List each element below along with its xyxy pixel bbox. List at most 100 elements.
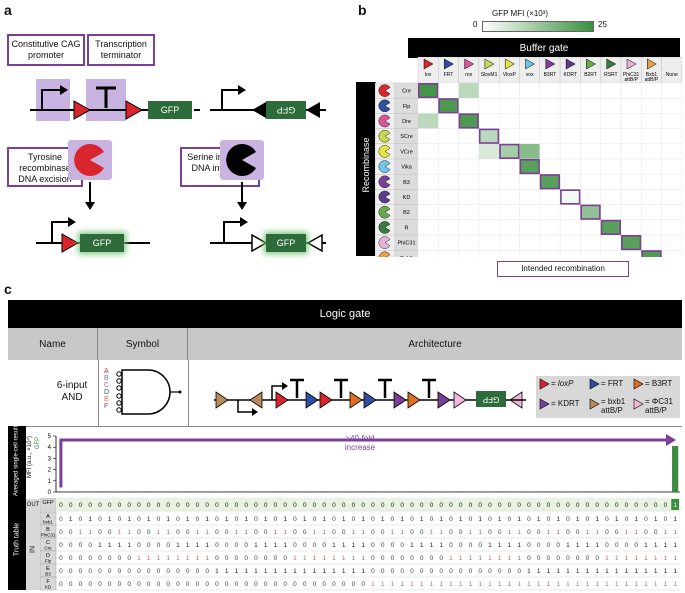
heatmap-cell	[580, 204, 601, 221]
truth-cell: 0	[625, 542, 629, 549]
truth-cell: 1	[322, 516, 326, 523]
recombinase-pacman-icon	[378, 190, 391, 204]
truth-cell: 1	[488, 542, 492, 549]
heatmap-cell	[600, 143, 622, 160]
heatmap-cell	[458, 98, 480, 114]
truth-cell: 0	[127, 555, 131, 562]
mfi-axis-label: MFI (a.u., ×10⁴)	[27, 435, 33, 479]
gfp-bar	[555, 491, 562, 493]
gfp-bar	[613, 491, 620, 493]
heatmap-cell	[559, 234, 581, 251]
truth-cell: 0	[634, 542, 638, 549]
truth-cell: 0	[576, 555, 580, 562]
truth-cell: 0	[79, 581, 83, 588]
heatmap-cell	[620, 173, 642, 190]
truth-cell: 0	[235, 581, 239, 588]
heatmap-cell	[417, 204, 439, 221]
truth-cell: 0	[391, 568, 395, 575]
heatmap-cell	[519, 189, 540, 205]
truth-cell: 0	[293, 581, 297, 588]
truth-cell: 0	[371, 529, 375, 536]
heatmap-cell	[661, 234, 683, 251]
truth-cell: 0	[176, 516, 180, 523]
heatmap-cell	[661, 173, 683, 190]
intended-outline	[539, 174, 561, 190]
truth-cell: 0	[283, 502, 287, 509]
truth-cell: 0	[137, 542, 141, 549]
truth-cell: 0	[556, 502, 560, 509]
site-triangle-icon	[647, 58, 657, 70]
truth-cell: 0	[527, 542, 531, 549]
truth-cell: 0	[235, 542, 239, 549]
heatmap-cell	[559, 113, 581, 129]
heatmap-cell	[478, 234, 500, 251]
gfp-bar	[145, 491, 152, 493]
truth-cell: 1	[566, 581, 570, 588]
heatmap-cell	[600, 249, 622, 257]
heatmap-cell	[641, 98, 662, 114]
truth-cell: 0	[254, 529, 258, 536]
truth-cell: 0	[430, 516, 434, 523]
truth-cell: 0	[235, 502, 239, 509]
heatmap-cell	[641, 234, 662, 251]
truth-cell: 0	[137, 502, 141, 509]
intended-outline	[621, 235, 642, 251]
recombinase-label: Recombinase	[361, 137, 371, 193]
gfp-bar	[584, 491, 591, 493]
truth-cell: 0	[625, 502, 629, 509]
site-triangle-icon	[423, 58, 434, 70]
site-triangle-icon	[464, 58, 475, 70]
truth-cell: 1	[595, 581, 599, 588]
heatmap-cell	[641, 189, 662, 205]
truth-cell: 0	[108, 529, 112, 536]
truth-cell: 0	[205, 502, 209, 509]
truth-cell: 0	[235, 555, 239, 562]
truth-cell: 1	[303, 568, 307, 575]
y-tick-label: 3	[48, 456, 52, 462]
truth-cell: 1	[293, 568, 297, 575]
truth-cell: 1	[205, 555, 209, 562]
truth-cell: 0	[215, 542, 219, 549]
truth-cell: 0	[371, 555, 375, 562]
truth-cell: 1	[664, 542, 668, 549]
gfp-bar	[545, 491, 552, 493]
truth-cell: 0	[361, 581, 365, 588]
truth-cell: 1	[108, 516, 112, 523]
truth-cell: 0	[274, 502, 278, 509]
truth-cell: 1	[147, 555, 151, 562]
truth-cell: 0	[264, 581, 268, 588]
truth-cell: 1	[615, 568, 619, 575]
truth-cell: 1	[283, 542, 287, 549]
truth-cell: 0	[332, 581, 336, 588]
panel-a-diagram	[30, 79, 326, 253]
and-input-label: F	[104, 403, 109, 410]
y-tick-label: 5	[48, 434, 52, 440]
truth-cell: 1	[586, 568, 590, 575]
recombinase-label: B2	[403, 210, 410, 216]
heatmap-cell	[539, 82, 561, 99]
truth-cell: 1	[488, 555, 492, 562]
site-header-cell	[600, 57, 622, 84]
truth-cell: 1	[420, 542, 424, 549]
truth-cell: 0	[59, 555, 63, 562]
gfp-bar	[662, 491, 669, 493]
truth-cell: 0	[196, 568, 200, 575]
truth-cell: 1	[595, 568, 599, 575]
truth-cell: 0	[400, 502, 404, 509]
truth-cell: 1	[517, 516, 521, 523]
truth-cell: 0	[547, 555, 551, 562]
gfp-bar	[291, 491, 298, 493]
gfp-bar	[233, 491, 240, 493]
heatmap-cell	[641, 219, 662, 236]
truth-cell: 1	[176, 542, 180, 549]
gfp-on-cell	[671, 499, 679, 510]
truth-cell: 1	[254, 568, 258, 575]
heatmap-cell	[641, 128, 662, 144]
gfp-bar	[564, 491, 571, 493]
truth-cell: 0	[459, 502, 463, 509]
truth-cell: 1	[274, 529, 278, 536]
truth-cell: 1	[371, 581, 375, 588]
site-label: PhiC31	[623, 72, 640, 78]
truth-cell: 0	[400, 542, 404, 549]
chart-side-bar: Averaged single-cell results	[8, 423, 26, 498]
